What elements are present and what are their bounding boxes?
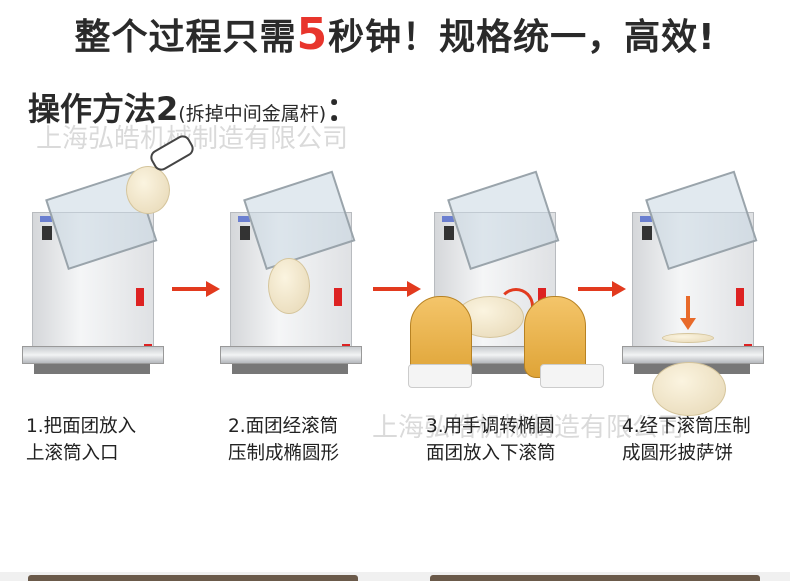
- step-caption-2: 2.面团经滚筒 压制成椭圆形: [228, 413, 398, 467]
- next-image-edge: [28, 575, 358, 581]
- method-colon: ：: [326, 90, 359, 128]
- step-line1: 4.经下滚筒压制: [622, 416, 751, 437]
- step-line1: 1.把面团放入: [26, 416, 137, 437]
- bottom-strip: [0, 572, 790, 581]
- step-line2: 成圆形披萨饼: [622, 443, 734, 464]
- arrow-down-icon: [686, 296, 690, 320]
- watermark: 上海弘皓机械制造有限公司: [372, 413, 685, 443]
- dough-ball: [126, 166, 170, 214]
- machine-image-step4: [622, 170, 764, 386]
- method-title: 操作方法2(拆掉中间金属杆)：: [28, 84, 358, 130]
- dough-flat: [662, 333, 714, 343]
- headline: 整个过程只需5秒钟！规格统一，高效!: [0, 8, 790, 60]
- step-line1: 2.面团经滚筒: [228, 416, 339, 437]
- machine-image-step2: [220, 170, 362, 386]
- method-title-text: 操作方法2: [28, 90, 179, 128]
- dough-oval: [268, 258, 310, 314]
- arrow-right-icon: [172, 281, 220, 297]
- step-caption-4: 4.经下滚筒压制 成圆形披萨饼: [622, 413, 790, 467]
- arrow-right-icon: [578, 281, 626, 297]
- step-caption-1: 1.把面团放入 上滚筒入口: [26, 413, 196, 467]
- machine-image-step1: [22, 170, 164, 386]
- arrow-down-head-icon: [680, 318, 696, 330]
- pizza-base: [652, 362, 726, 416]
- step-line2: 压制成椭圆形: [228, 443, 340, 464]
- step-line2: 上滚筒入口: [26, 443, 119, 464]
- method-subtitle: (拆掉中间金属杆): [178, 103, 327, 125]
- headline-number: 5: [296, 9, 329, 60]
- step-caption-3: 3.用手调转椭圆 面团放入下滚筒: [426, 413, 596, 467]
- headline-after: 秒钟！规格统一，高效!: [328, 17, 716, 58]
- arrow-right-icon: [373, 281, 421, 297]
- step-line1: 3.用手调转椭圆: [426, 416, 555, 437]
- left-glove-cuff: [408, 364, 472, 388]
- step-line2: 面团放入下滚筒: [426, 443, 556, 464]
- next-image-edge: [430, 575, 760, 581]
- right-glove-cuff: [540, 364, 604, 388]
- headline-before: 整个过程只需: [74, 17, 297, 58]
